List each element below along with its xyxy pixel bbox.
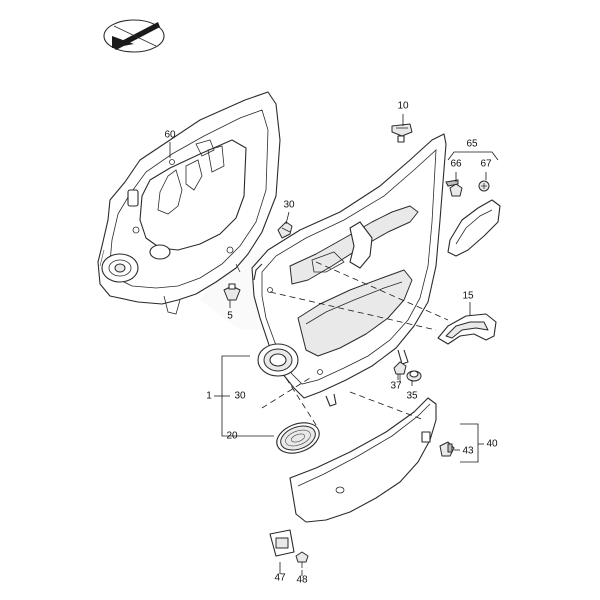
- callout-10: 10: [397, 101, 409, 112]
- screw-48: [295, 551, 309, 568]
- callout-5: 5: [227, 311, 233, 322]
- door-module-carrier: [97, 91, 281, 315]
- callout-1: 1: [206, 391, 212, 402]
- callout-60: 60: [164, 130, 176, 141]
- callout-20: 20: [226, 431, 238, 442]
- clip-30: [277, 221, 293, 239]
- callout-43: 43: [462, 446, 474, 457]
- callout-65: 65: [466, 139, 478, 150]
- pull-handle-65: [447, 199, 501, 257]
- callout-47: 47: [274, 573, 286, 584]
- callout-30-assembly: 30: [234, 391, 246, 402]
- screw-67: [478, 180, 490, 192]
- expanding-rivet-5: [223, 283, 241, 301]
- speaker-grille-20: [276, 422, 320, 454]
- clip-43: [439, 441, 455, 457]
- leader-lines: [169, 114, 499, 576]
- callout-15: 15: [462, 291, 474, 302]
- door-trim-panel: [251, 133, 447, 407]
- retaining-clip-10: [391, 123, 413, 143]
- assembly-lines: [261, 261, 449, 429]
- callout-37: 37: [390, 381, 402, 392]
- screw-37: [393, 361, 407, 382]
- callout-67: 67: [480, 159, 492, 170]
- callout-labels: 60 10 30 5 65 66 67 15 37 35 1 30 20 40 …: [164, 101, 498, 586]
- callout-35: 35: [406, 391, 418, 402]
- cap-35: [406, 370, 422, 382]
- door-pocket-40: [289, 397, 437, 523]
- callout-40: 40: [486, 439, 498, 450]
- view-direction-icon: [103, 19, 165, 53]
- door-handle-trim-15: [437, 313, 497, 345]
- callout-30-clip: 30: [283, 200, 295, 211]
- bracket-47: [269, 529, 295, 557]
- screw-66: [445, 179, 463, 197]
- callout-66: 66: [450, 159, 462, 170]
- callout-48: 48: [296, 575, 308, 586]
